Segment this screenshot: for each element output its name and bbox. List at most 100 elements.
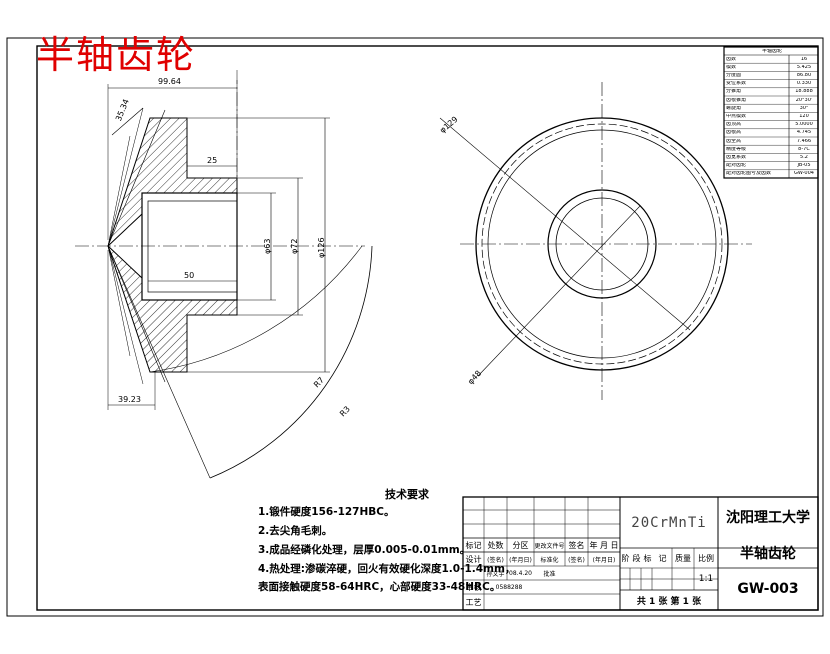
title-block-grid [462,496,819,611]
dim-line-35-34 [111,107,144,136]
tb-scale-label: 比例 [698,553,714,563]
tb-drawing-no: GW-003 [737,581,799,597]
param-name: 精度等级 [726,146,747,152]
tb-approve: 批准 [543,570,556,578]
param-name: 齿根高 [726,130,742,136]
tb-design-cell: 设计 [465,554,482,564]
tb-design-cell: 标准化 [540,556,559,564]
bore-outline [141,192,238,301]
tb-header-cell: 签名 [568,540,585,550]
param-value: 7.466 [796,138,812,144]
front-view [439,82,752,400]
tb-review-code: 0588288 [495,583,523,591]
dim-label-126: φ126 [317,237,326,258]
param-name: 齿顶高 [726,122,742,128]
param-name: 分度圆 [726,72,742,78]
param-name: 齿宽系数 [726,154,747,160]
dim-label-50: 50 [184,271,195,280]
param-value: 86.80 [796,72,812,78]
outer-border [6,37,824,617]
tb-part-name: 半轴齿轮 [740,545,796,562]
tb-review: 审核 [465,582,482,592]
tech-req-item: 3.成品经磷化处理，层厚0.005-0.01mm。 [258,544,471,556]
tb-header-cell: 分区 [512,540,529,550]
cone-line-4 [107,107,144,247]
tech-req-title: 技术要求 [385,488,429,501]
param-name: 中点模数 [726,113,747,119]
param-value: 30° [799,105,809,111]
param-value: JB-05 [797,163,811,169]
param-name: 齿全高 [726,138,742,144]
tb-process: 工艺 [465,597,482,607]
leader-129 [439,117,691,331]
param-value: GW-004 [794,171,814,177]
hatch-lower [107,245,238,373]
param-value: 5.425 [796,64,812,70]
param-value: 20°30' [795,97,813,103]
param-name: 变位系数 [726,81,747,87]
tb-draft-date: 08.4.20 [509,569,532,577]
tb-scale: 1:1 [698,574,714,584]
tooth-circle-2 [487,129,717,359]
hatch-upper [107,117,238,247]
leader-48 [477,205,641,377]
tb-material: 20CrMnTi [631,515,707,531]
dim-label-39-23: 39.23 [118,395,141,404]
tb-design-cell: (签名) [487,556,504,564]
param-value: 18.888 [795,89,813,95]
tb-stage-label: 阶 [621,553,630,563]
tb-stage-label: 标 [643,553,652,563]
tb-drafter: 孙文宇 [486,570,505,578]
dim-label-63: φ63 [263,238,272,254]
pitch-arc-outer [209,245,373,479]
cone-line-1 [107,109,166,247]
cone-line-7 [107,245,131,357]
param-value: 4.745 [796,130,812,136]
bore-circle [555,197,649,291]
param-value: 120 [799,113,809,119]
tb-header-cell: 年 月 日 [589,540,619,550]
param-value: 16 [800,56,808,62]
tb-stage-label: 段 [632,553,641,563]
cone-line-2 [107,245,166,383]
inner-border [36,45,819,611]
param-name: 齿根锥角 [726,97,747,103]
param-value: 5.2 [800,154,808,160]
annotation-title: 半轴齿轮 [36,33,197,77]
tb-header-cell: 更改文件号 [534,542,565,550]
hub-circle [547,189,657,299]
tech-req-item: 4.热处理:渗碳淬硬，回火有效硬化深度1.0-1.4mm， [258,563,516,575]
cone-line-6 [107,135,131,247]
tooth-circle-1 [481,123,723,365]
tb-sheet-info: 共 1 张 第 1 张 [636,596,702,607]
param-value: 0.330 [796,81,812,87]
param-name: 分锥角 [726,89,742,95]
param-name: 配对齿轮图号及齿数 [726,171,772,177]
param-name: 螺旋角 [726,105,742,111]
tb-design-cell: (年月日) [592,556,616,564]
param-table-grid [723,46,819,179]
tb-design-cell: (年月日) [509,556,532,564]
tech-req-item: 2.去尖角毛刺。 [258,525,333,537]
dim-label-72: φ72 [290,238,299,254]
param-name: 模数 [726,64,737,70]
outer-circle [475,117,729,371]
cone-line-3 [107,245,211,479]
bore-inner-outline [147,200,238,293]
tb-header-cell: 处数 [487,540,504,550]
tb-header-cell: 标记 [465,540,482,550]
param-table-title: 半轴齿轮 [761,49,782,54]
tech-req-item: 1.锻件硬度156-127HBC。 [258,506,395,518]
tb-stage-label: 记 [658,553,667,563]
dim-label-25: 25 [207,156,218,165]
tech-req-item: 表面接触硬度58-64HRC，心部硬度33-48HRC。 [258,581,501,593]
param-name: 齿数 [726,56,737,62]
pitch-arc-inner [149,245,363,373]
param-value: 5.0000 [795,122,813,128]
tb-weight-label: 质量 [675,553,691,563]
dim-label-99-64: 99.64 [158,77,181,86]
section-view [75,70,373,479]
tb-school: 沈阳理工大学 [726,510,810,526]
